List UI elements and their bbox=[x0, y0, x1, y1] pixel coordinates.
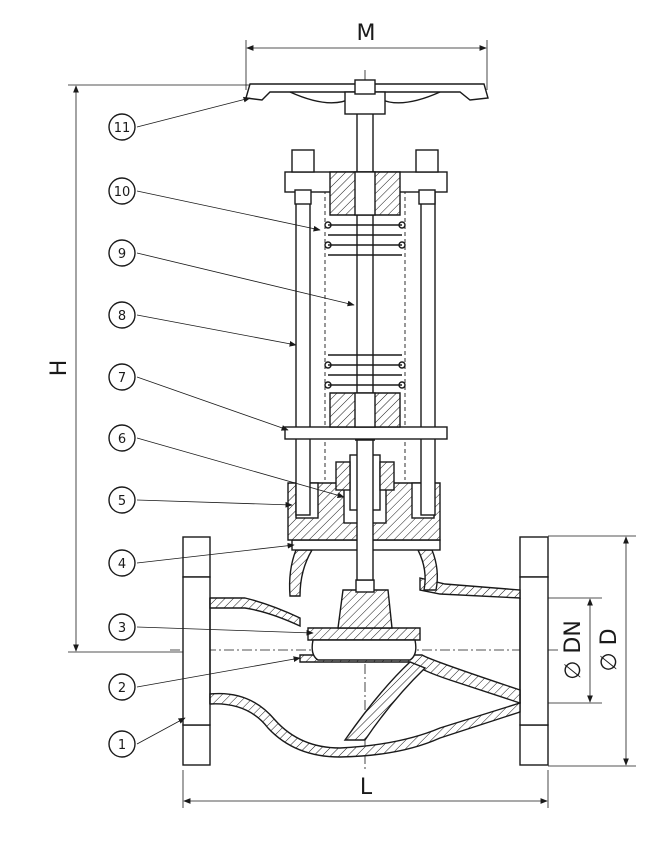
svg-text:10: 10 bbox=[114, 185, 131, 200]
svg-text:4: 4 bbox=[118, 557, 126, 572]
svg-text:5: 5 bbox=[118, 494, 126, 509]
upper-yoke bbox=[284, 149, 448, 216]
callout-leaders bbox=[136, 96, 355, 745]
svg-text:9: 9 bbox=[118, 247, 126, 262]
svg-text:1: 1 bbox=[118, 738, 126, 753]
svg-text:6: 6 bbox=[118, 432, 126, 447]
handwheel[interactable] bbox=[245, 79, 489, 115]
svg-text:3: 3 bbox=[118, 621, 126, 636]
svg-text:11: 11 bbox=[114, 121, 131, 136]
dimension-m-label: M bbox=[357, 21, 376, 46]
svg-text:2: 2 bbox=[118, 681, 126, 696]
callout-5: 5 bbox=[108, 486, 136, 514]
callout-7: 7 bbox=[108, 363, 136, 391]
dimension-l: L bbox=[182, 770, 549, 808]
springs bbox=[324, 221, 406, 389]
callout-11: 11 bbox=[108, 113, 136, 141]
dimension-d: ∅ D bbox=[548, 535, 636, 767]
svg-text:7: 7 bbox=[118, 371, 126, 386]
callout-4: 4 bbox=[108, 549, 136, 577]
dimension-m: M bbox=[245, 21, 488, 90]
callout-6: 6 bbox=[108, 424, 136, 452]
callout-10: 10 bbox=[108, 177, 136, 205]
callout-8: 8 bbox=[108, 301, 136, 329]
svg-text:8: 8 bbox=[118, 309, 126, 324]
dimension-dn-label: ∅ DN bbox=[561, 620, 586, 680]
dimension-l-label: L bbox=[360, 775, 373, 800]
dimension-d-label: ∅ D bbox=[597, 628, 622, 671]
yoke-plate bbox=[284, 392, 448, 440]
callout-1: 1 bbox=[108, 730, 136, 758]
callout-2: 2 bbox=[108, 673, 136, 701]
callout-9: 9 bbox=[108, 239, 136, 267]
disc-assembly bbox=[307, 579, 421, 661]
dimension-h-label: H bbox=[47, 360, 72, 377]
valve-body bbox=[182, 536, 549, 766]
callout-3: 3 bbox=[108, 613, 136, 641]
